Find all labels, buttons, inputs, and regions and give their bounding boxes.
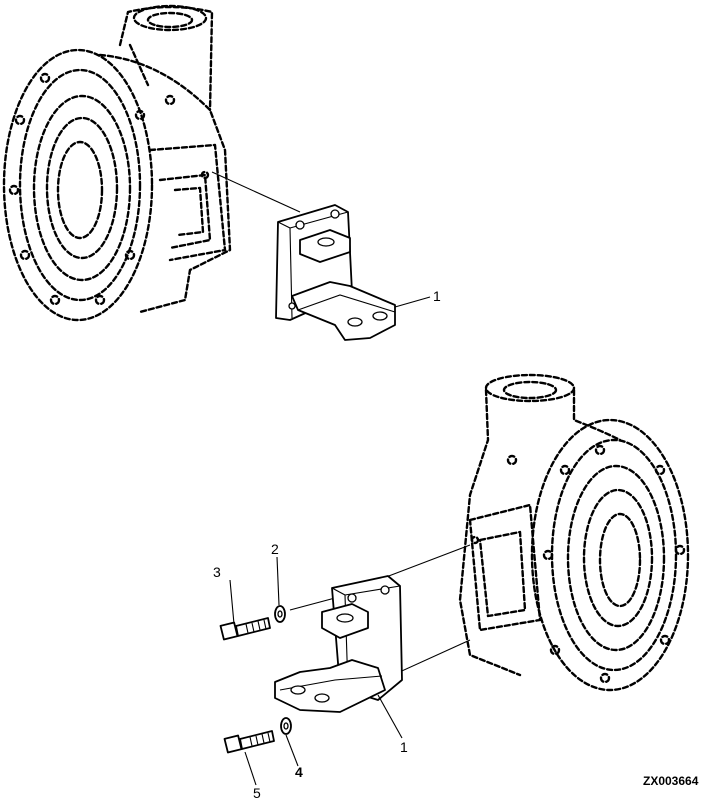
alignment-line-bottom-2 — [289, 597, 336, 611]
axle-housing-top — [2, 4, 232, 322]
leader-line-bracket-bottom — [377, 694, 403, 739]
callout-washer-lower: 4 — [295, 764, 303, 780]
leader-line-bolt-lower — [244, 751, 257, 786]
axle-housing-bottom — [458, 373, 690, 692]
callout-bolt-lower: 5 — [253, 785, 261, 800]
bracket-bottom — [274, 575, 403, 713]
figure-code: ZX003664 — [643, 774, 699, 788]
leader-line-bracket-top — [394, 296, 431, 308]
leader-line-washer-lower — [285, 734, 299, 767]
callout-washer-upper: 2 — [271, 541, 279, 557]
bracket-top — [275, 204, 396, 341]
bolt-lower — [223, 730, 275, 754]
callout-bracket-top: 1 — [433, 288, 441, 304]
alignment-line-top — [211, 171, 301, 213]
callout-bolt-upper: 3 — [213, 564, 221, 580]
callout-bracket-bottom: 1 — [400, 739, 408, 755]
leader-line-washer-upper — [276, 556, 280, 606]
bolt-upper — [219, 617, 271, 641]
washer-lower — [280, 717, 292, 735]
washer-upper — [274, 605, 286, 623]
leader-line-bolt-upper — [229, 579, 235, 625]
